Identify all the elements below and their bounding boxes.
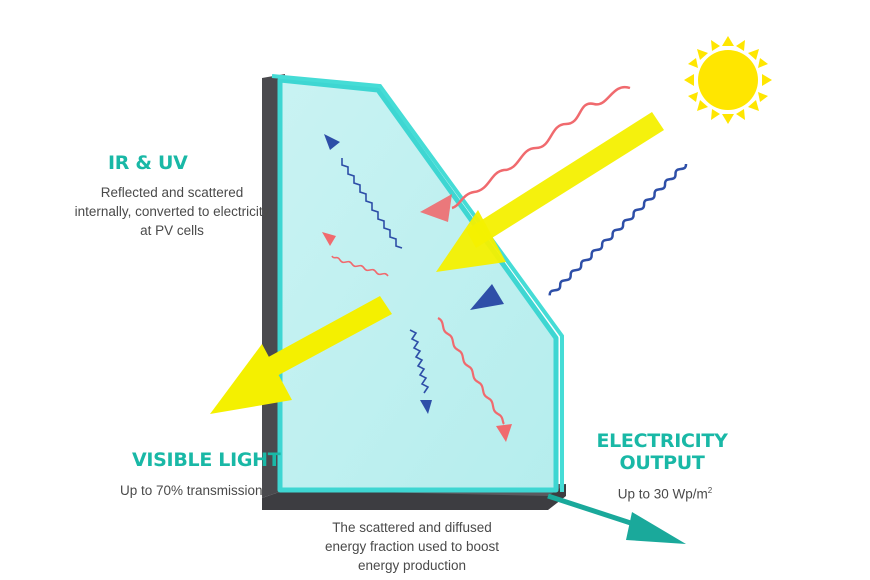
sun-icon (684, 36, 772, 124)
uv-internal-wave-up (324, 134, 403, 249)
electricity-output-value: Up to 30 Wp/m (617, 486, 708, 502)
visible-light-arrow (210, 296, 392, 414)
scattered-energy-note: The scattered and diffused energy fracti… (324, 520, 500, 573)
electricity-output-unit-sup: 2 (707, 486, 713, 495)
ir-uv-title: IR & UV (108, 152, 188, 174)
ir-incoming-wave (420, 85, 631, 222)
ir-internal-wave-down (437, 317, 512, 442)
ir-internal-wave-up (322, 232, 389, 277)
incoming-light-arrow (436, 112, 664, 272)
uv-internal-wave-down (409, 329, 432, 414)
visible-light-description: Up to 70% transmission (120, 483, 263, 498)
electricity-output-title: ELECTRICITY OUTPUT (596, 430, 728, 474)
visible-light-title: VISIBLE LIGHT (132, 449, 281, 471)
ir-uv-description: Reflected and scattered internally, conv… (74, 185, 270, 238)
electricity-output-description: Up to 30 Wp/m2 (600, 481, 730, 504)
electricity-output-arrow (547, 493, 686, 544)
glass-edge-highlight (271, 74, 564, 492)
glass-pane (277, 77, 559, 493)
uv-incoming-wave (470, 163, 688, 310)
